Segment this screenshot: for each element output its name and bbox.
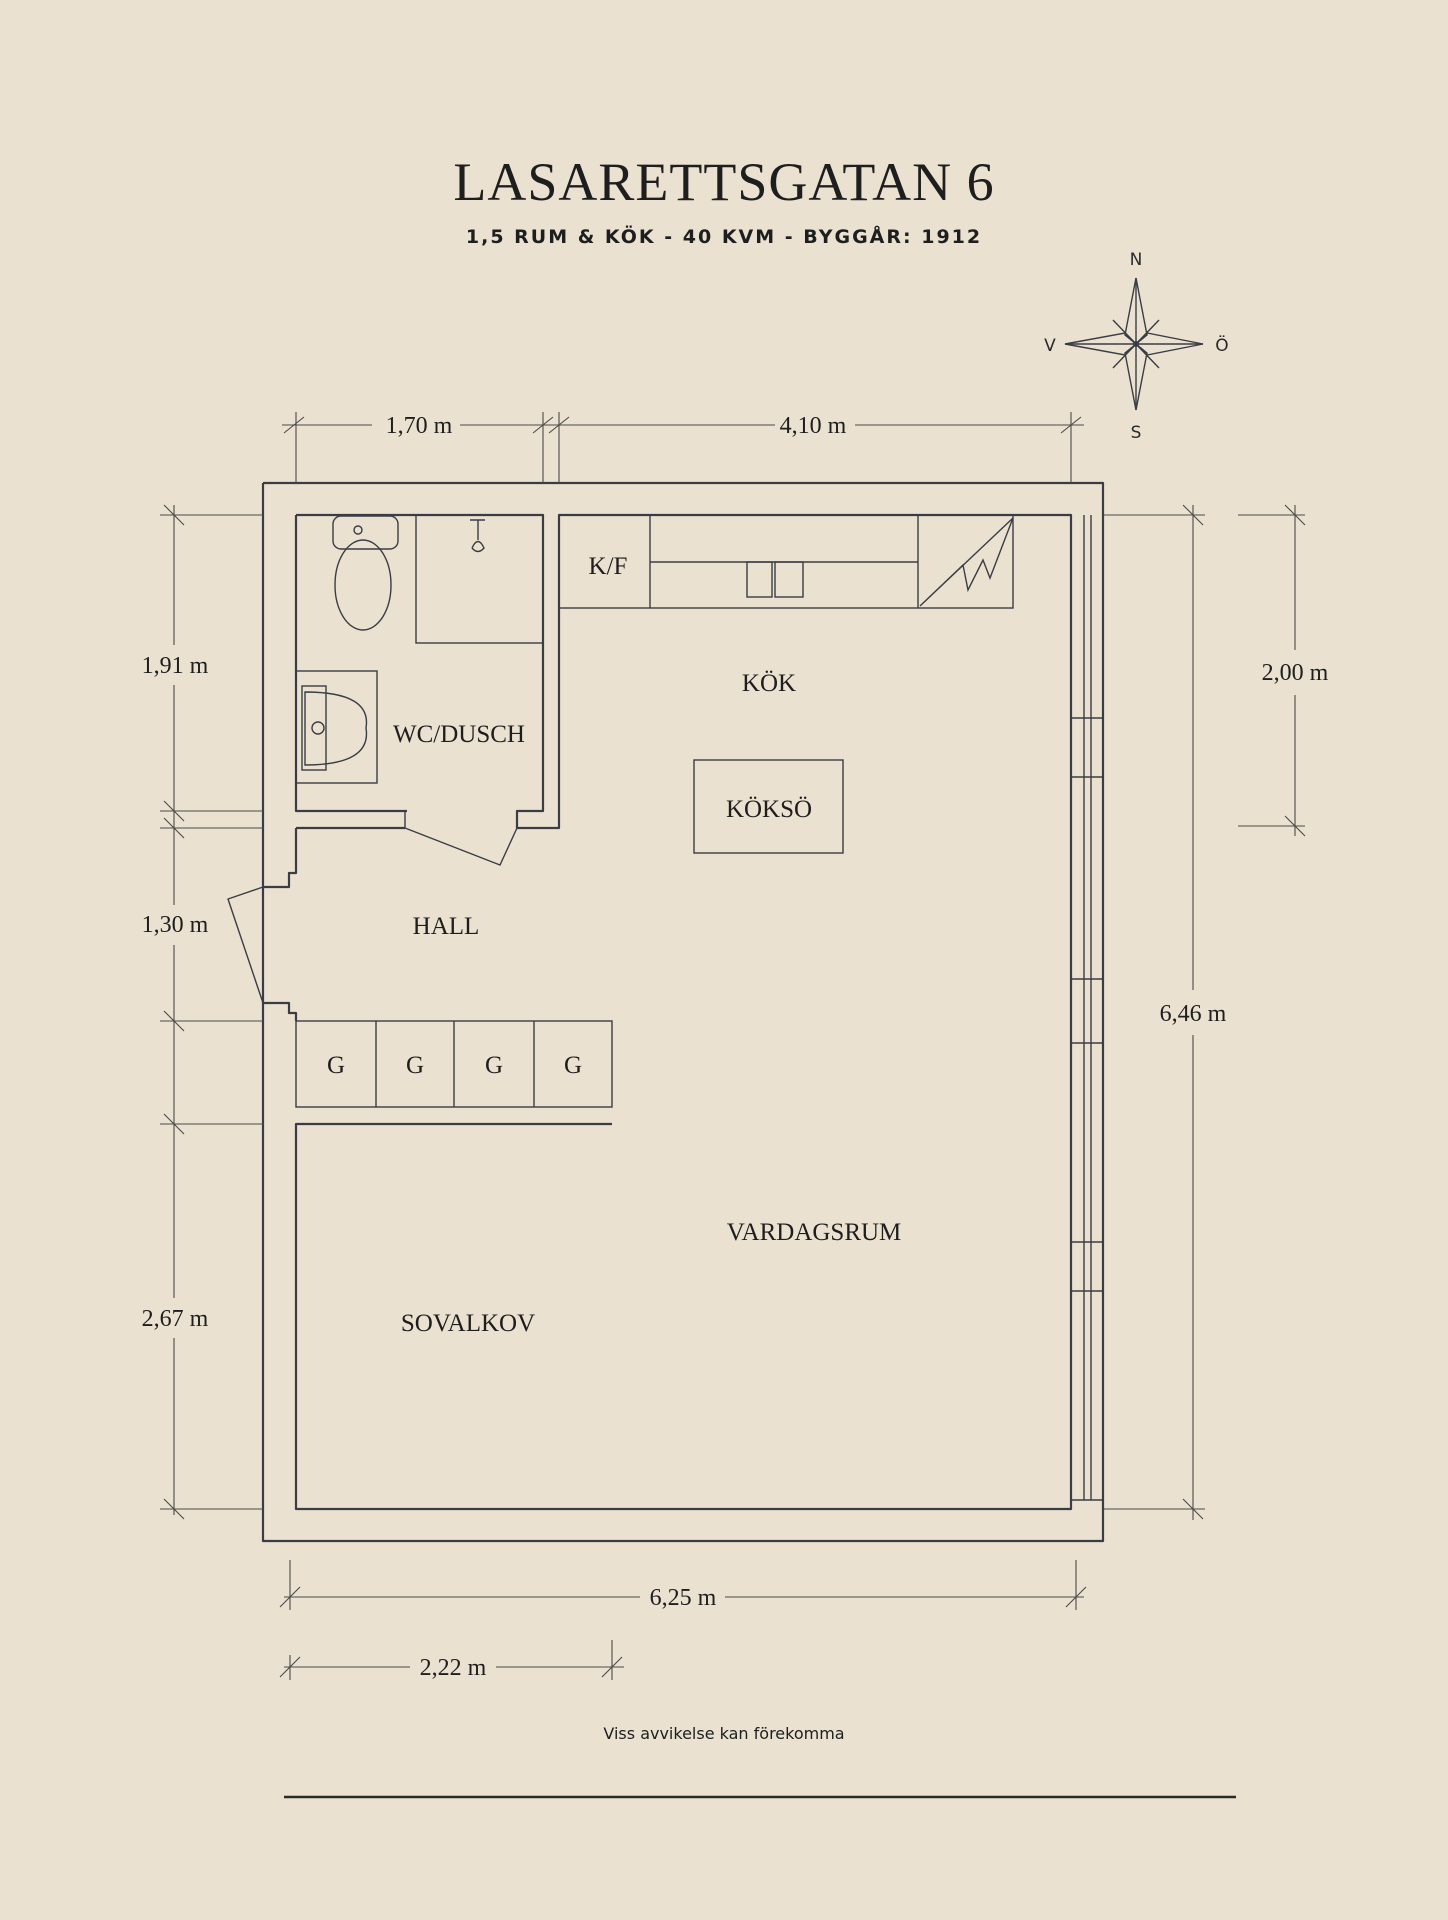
sink-cabinet	[295, 670, 378, 784]
disclaimer-note: Viss avvikelse kan förekomma	[603, 1724, 844, 1743]
wardrobe-label: G	[327, 1052, 345, 1079]
sink-basin	[746, 561, 773, 598]
room-label-kf: K/F	[589, 553, 628, 580]
toilet-bowl-icon	[334, 539, 392, 631]
room-label-vardagsrum: VARDAGSRUM	[727, 1219, 902, 1246]
shower	[415, 514, 544, 644]
room-label-kokso: KÖKSÖ	[726, 796, 812, 823]
dimension-right-kitchen: 2,00 m	[1262, 660, 1329, 686]
wardrobe-label: G	[564, 1052, 582, 1079]
page-title: LASARETTSGATAN 6	[453, 152, 994, 212]
compass-north: N	[1130, 250, 1143, 270]
page-subtitle: 1,5 RUM & KÖK - 40 KVM - BYGGÅR: 1912	[466, 224, 982, 248]
dimension-top-right: 4,10 m	[780, 413, 847, 439]
wardrobes	[295, 1020, 613, 1108]
kitchen-counter	[558, 514, 1014, 609]
dimension-left-hall: 1,30 m	[142, 912, 209, 938]
compass-west: V	[1044, 336, 1056, 356]
room-label-kok: KÖK	[742, 670, 796, 697]
walls	[227, 481, 1105, 1543]
compass-east: Ö	[1215, 334, 1228, 356]
toilet-tank-icon	[332, 515, 399, 550]
dimension-bottom-sovalkov: 2,22 m	[420, 1655, 487, 1681]
compass-rose-icon: N S V Ö	[1044, 250, 1229, 443]
dimension-left-sovalkov: 2,67 m	[142, 1306, 209, 1332]
room-label-hall: HALL	[413, 913, 480, 940]
entrance-door	[227, 886, 264, 1004]
wardrobe-label: G	[406, 1052, 424, 1079]
stove-icon	[919, 517, 1014, 607]
dimension-right-total: 6,46 m	[1160, 1001, 1227, 1027]
wardrobe-label: G	[485, 1052, 503, 1079]
dimension-top-left: 1,70 m	[386, 413, 453, 439]
sink-basin	[774, 561, 804, 598]
window	[1071, 515, 1103, 1501]
dimension-bottom-total: 6,25 m	[650, 1585, 717, 1611]
sink-icon	[304, 691, 368, 766]
kitchen-island	[693, 759, 844, 854]
room-label-sovalkov: SOVALKOV	[401, 1310, 535, 1337]
dimension-left-bath: 1,91 m	[142, 653, 209, 679]
compass-south: S	[1131, 423, 1142, 443]
bathroom-fixtures	[295, 514, 544, 784]
dimension-lines	[160, 412, 1306, 1680]
room-label-wc: WC/DUSCH	[393, 721, 525, 748]
